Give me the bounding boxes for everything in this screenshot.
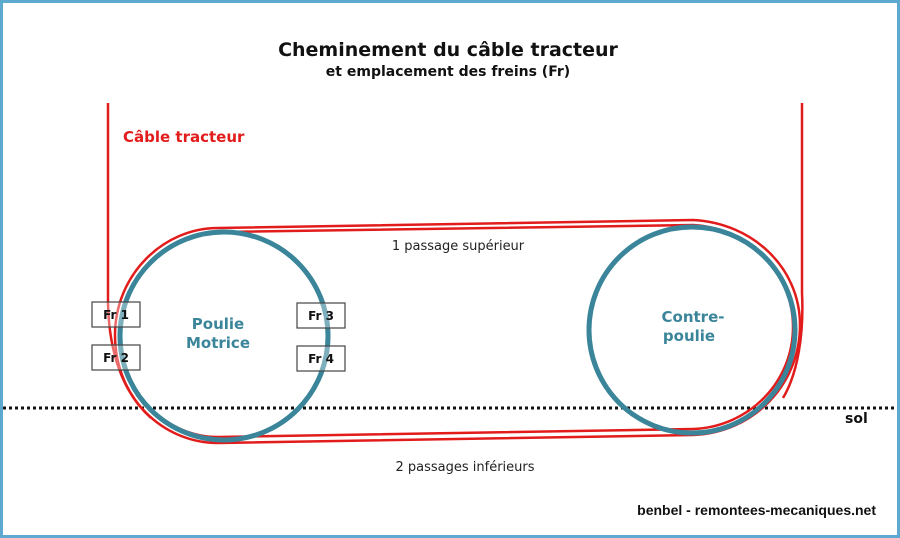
- brake-fr1: Fr 1: [91, 301, 141, 328]
- drive-pulley: [117, 229, 331, 443]
- brake-fr1-box: [91, 301, 141, 328]
- diagram-subtitle: et emplacement des freins (Fr): [326, 64, 570, 80]
- return-pulley: [586, 224, 798, 436]
- return-pulley-label-line2: poulie: [663, 327, 715, 345]
- brake-fr2: Fr 2: [91, 344, 141, 371]
- credit-text: benbel - remontees-mecaniques.net: [637, 502, 876, 518]
- diagram-title: Cheminement du câble tracteur: [278, 39, 618, 61]
- brake-fr3-box: [296, 302, 346, 329]
- brake-fr1-label: Fr 1: [103, 308, 129, 322]
- cable-right-strand: [781, 103, 804, 399]
- brake-fr4-label: Fr 4: [308, 352, 334, 366]
- cable-route-diagram: Cheminement du câble tracteur et emplace…: [3, 39, 897, 518]
- return-pulley-label-line1: Contre-: [662, 308, 725, 326]
- drive-pulley-label-line2: Motrice: [186, 334, 250, 352]
- drive-pulley-label-line1: Poulie: [192, 315, 244, 333]
- brake-fr3-label: Fr 3: [308, 309, 334, 323]
- brake-fr2-label: Fr 2: [103, 351, 129, 365]
- brake-fr4-box: [296, 345, 346, 372]
- lower-passages-label: 2 passages inférieurs: [395, 460, 534, 475]
- brake-fr2-box: [91, 344, 141, 371]
- cable-route: [106, 103, 804, 445]
- upper-passage-label: 1 passage supérieur: [392, 239, 525, 254]
- brake-fr4: Fr 4: [296, 345, 346, 372]
- ground-label: sol: [845, 411, 868, 427]
- brake-fr3: Fr 3: [296, 302, 346, 329]
- cable-label: Câble tracteur: [123, 128, 245, 146]
